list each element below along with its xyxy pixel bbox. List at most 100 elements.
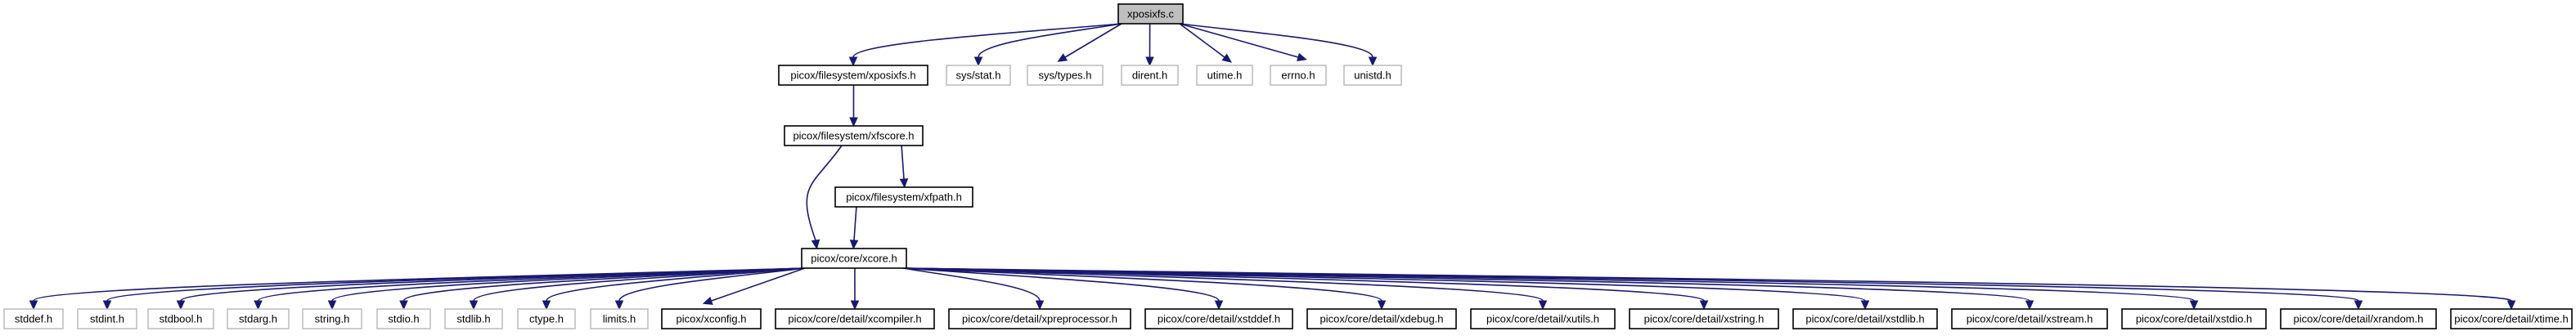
node-xstdio_h[interactable]: picox/core/detail/xstdio.h <box>2121 308 2267 329</box>
node-xcore_h[interactable]: picox/core/xcore.h <box>801 248 907 269</box>
edge-line <box>402 267 806 302</box>
node-box <box>1196 65 1253 86</box>
node-limits_h: limits.h <box>590 308 649 329</box>
node-box <box>1270 65 1327 86</box>
node-box <box>517 308 576 329</box>
node-label: picox/core/detail/xstring.h <box>1644 313 1765 325</box>
edges-layer <box>29 23 2516 311</box>
arrowhead <box>29 300 38 311</box>
node-label: unistd.h <box>1354 69 1391 82</box>
edge-xposixfs_h-xfscore_h <box>849 84 858 128</box>
node-label: dirent.h <box>1132 69 1167 82</box>
arrowhead <box>849 240 859 250</box>
edge-xcore_h-xcompiler_h <box>850 267 860 311</box>
node-label: picox/core/detail/xutils.h <box>1486 313 1599 325</box>
arrowhead <box>1368 56 1378 67</box>
edge-xcore_h-limits_h <box>614 267 806 311</box>
node-xtime_h[interactable]: picox/core/detail/xtime.h <box>2450 308 2573 329</box>
node-label: picox/core/detail/xstdio.h <box>2136 313 2252 325</box>
node-label: utime.h <box>1207 69 1243 82</box>
node-stddef_h: stddef.h <box>3 308 64 329</box>
edge-line <box>1179 23 1225 58</box>
arrowhead <box>1538 300 1548 311</box>
arrowhead <box>1377 300 1387 311</box>
arrowhead <box>2506 300 2516 311</box>
arrowhead <box>614 300 624 311</box>
edge-xposixfs_c-errno_h <box>1179 23 1307 61</box>
node-box <box>801 248 907 269</box>
edge-line <box>1179 23 1373 58</box>
arrowhead <box>542 300 551 311</box>
edge-xcore_h-xpreprocessor_h <box>902 267 1045 311</box>
arrowhead <box>2189 300 2199 311</box>
edge-xfscore_h-xfpath_h <box>899 145 909 189</box>
edge-line <box>1179 23 1299 58</box>
node-label: picox/core/detail/xstddef.h <box>1158 313 1280 325</box>
node-unistd_h: unistd.h <box>1343 65 1402 86</box>
node-label: errno.h <box>1281 69 1315 82</box>
node-box <box>1144 308 1293 329</box>
node-xstring_h[interactable]: picox/core/detail/xstring.h <box>1629 308 1779 329</box>
arrowhead <box>702 296 713 305</box>
node-xfscore_h[interactable]: picox/filesystem/xfscore.h <box>784 125 924 146</box>
node-string_h: string.h <box>302 308 362 329</box>
node-box <box>778 65 928 86</box>
node-stdio_h: stdio.h <box>376 308 431 329</box>
edge-xposixfs_c-sys_stat_h <box>973 23 1122 67</box>
node-box <box>3 308 64 329</box>
node-label: picox/filesystem/xfscore.h <box>793 130 914 142</box>
node-box <box>1117 3 1184 25</box>
node-label: picox/core/detail/xstream.h <box>1967 313 2093 325</box>
node-xconfig_h[interactable]: picox/xconfig.h <box>661 308 762 329</box>
node-stdlib_h: stdlib.h <box>444 308 503 329</box>
node-label: stdint.h <box>90 313 124 325</box>
node-xutils_h[interactable]: picox/core/detail/xutils.h <box>1470 308 1616 329</box>
node-box <box>2280 308 2437 329</box>
node-xcompiler_h[interactable]: picox/core/detail/xcompiler.h <box>775 308 935 329</box>
node-xposixfs_h[interactable]: picox/filesystem/xposixfs.h <box>778 65 928 86</box>
arrowhead <box>899 178 909 189</box>
node-xfpath_h[interactable]: picox/filesystem/xfpath.h <box>834 186 973 208</box>
node-label: picox/filesystem/xposixfs.h <box>790 69 915 82</box>
node-xstdlib_h[interactable]: picox/core/detail/xstdlib.h <box>1792 308 1938 329</box>
node-box <box>834 186 973 208</box>
node-xpreprocessor_h[interactable]: picox/core/detail/xpreprocessor.h <box>948 308 1131 329</box>
node-box <box>946 65 1011 86</box>
node-box <box>302 308 362 329</box>
node-box <box>784 125 924 146</box>
node-box <box>590 308 649 329</box>
edge-xcore_h-stdio_h <box>399 267 806 311</box>
node-label: stdio.h <box>388 313 419 325</box>
node-stdarg_h: stdarg.h <box>227 308 290 329</box>
node-label: picox/core/detail/xtime.h <box>2454 313 2568 325</box>
node-box <box>1343 65 1402 86</box>
node-box <box>376 308 431 329</box>
edge-line <box>711 267 806 302</box>
edge-line <box>902 267 1220 302</box>
node-label: stdlib.h <box>456 313 490 325</box>
node-label: sys/stat.h <box>956 69 1001 82</box>
edge-xposixfs_c-dirent_h <box>1145 23 1154 67</box>
edge-xcore_h-stdlib_h <box>469 267 806 311</box>
edge-line <box>902 267 1544 302</box>
edge-line <box>902 267 2512 302</box>
node-xdebug_h[interactable]: picox/core/detail/xdebug.h <box>1306 308 1457 329</box>
edge-xposixfs_c-unistd_h <box>1179 23 1378 67</box>
edge-xcore_h-xutils_h <box>902 267 1548 311</box>
arrowhead <box>811 239 820 250</box>
edge-line <box>978 23 1122 58</box>
node-xstddef_h[interactable]: picox/core/detail/xstddef.h <box>1144 308 1293 329</box>
arrowhead <box>1860 300 1870 311</box>
node-xrandom_h[interactable]: picox/core/detail/xrandom.h <box>2280 308 2437 329</box>
node-xstream_h[interactable]: picox/core/detail/xstream.h <box>1951 308 2108 329</box>
node-box <box>1629 308 1779 329</box>
node-box <box>1951 308 2108 329</box>
node-box <box>227 308 290 329</box>
node-box <box>2450 308 2573 329</box>
arrowhead <box>973 56 983 67</box>
node-box <box>147 308 214 329</box>
node-ctype_h: ctype.h <box>517 308 576 329</box>
edge-line <box>853 206 857 241</box>
node-label: picox/core/xcore.h <box>811 253 897 265</box>
edge-line <box>473 267 806 302</box>
